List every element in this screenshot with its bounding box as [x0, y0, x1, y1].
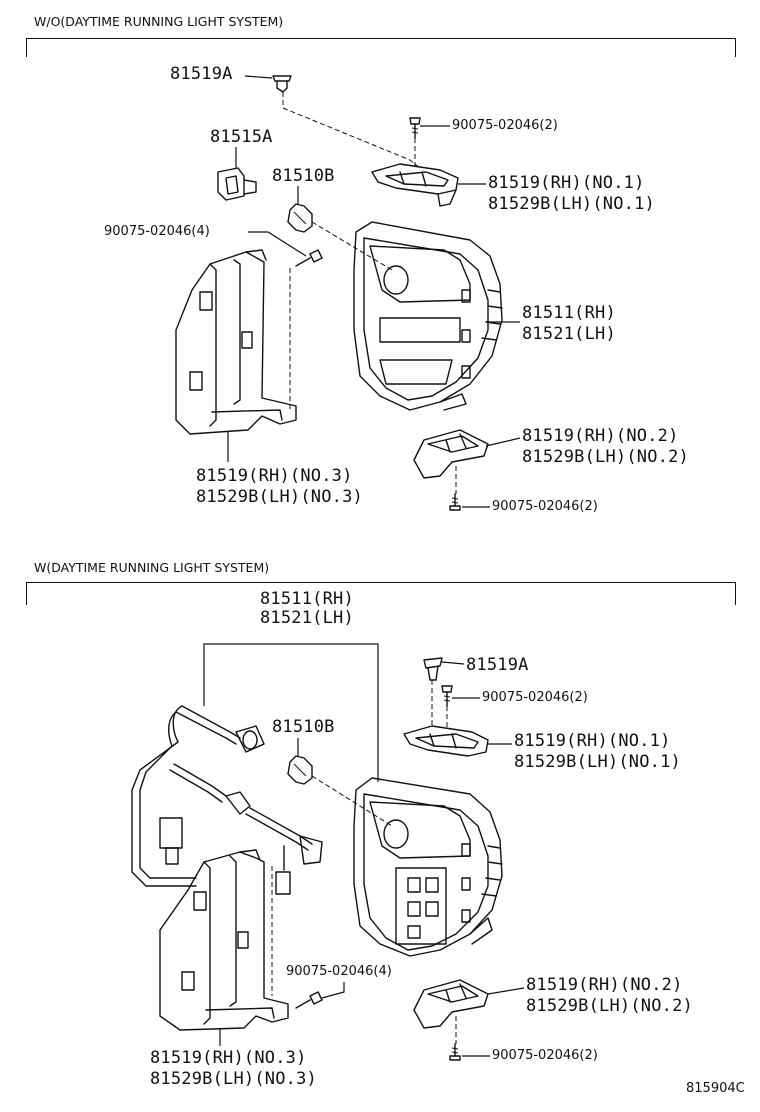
section-title-without-drl: W/O(DAYTIME RUNNING LIGHT SYSTEM) — [34, 14, 284, 29]
label-bulb-81510b-2: 81510B — [272, 717, 335, 737]
label-bracket2-rh-2: 81519(RH)(NO.2) — [526, 975, 683, 995]
bracket-no3-icon — [159, 849, 289, 1031]
label-clip-81519a-2: 81519A — [466, 655, 529, 675]
label-lamp-rh-2: 81511(RH) — [260, 589, 354, 609]
label-bracket3-lh: 81529B(LH)(NO.3) — [196, 487, 363, 507]
label-screw-4-2: 90075-02046(4) — [286, 964, 392, 979]
label-screw-top: 90075-02046(2) — [452, 118, 558, 133]
label-bracket1-rh: 81519(RH)(NO.1) — [488, 173, 645, 193]
bracket-no2-icon — [413, 979, 489, 1029]
label-bracket1-lh-2: 81529B(LH)(NO.1) — [514, 752, 681, 772]
label-bracket1-lh: 81529B(LH)(NO.1) — [488, 194, 655, 214]
clip-icon — [272, 75, 292, 93]
label-bracket1-rh-2: 81519(RH)(NO.1) — [514, 731, 671, 751]
section-frame-without-drl — [26, 38, 736, 57]
bracket-no2-icon — [413, 429, 489, 479]
label-lamp-lh-2: 81521(LH) — [260, 608, 354, 628]
screw-icon — [449, 1043, 461, 1061]
bulb-icon — [287, 203, 313, 233]
label-bracket3-rh-2: 81519(RH)(NO.3) — [150, 1048, 307, 1068]
screw-icon — [295, 991, 323, 1009]
label-bracket2-lh: 81529B(LH)(NO.2) — [522, 447, 689, 467]
screw-icon — [295, 249, 323, 267]
section-title-with-drl: W(DAYTIME RUNNING LIGHT SYSTEM) — [34, 560, 270, 575]
label-clip-81519a: 81519A — [170, 64, 233, 84]
socket-icon — [217, 167, 257, 201]
label-lamp-lh: 81521(LH) — [522, 324, 616, 344]
label-bracket3-rh: 81519(RH)(NO.3) — [196, 466, 353, 486]
label-screw-bottom-2: 90075-02046(2) — [492, 1048, 598, 1063]
label-bracket2-lh-2: 81529B(LH)(NO.2) — [526, 996, 693, 1016]
label-screw-top-2: 90075-02046(2) — [482, 690, 588, 705]
label-socket-81515a: 81515A — [210, 127, 273, 147]
lamp-housing-icon — [353, 777, 503, 957]
bulb-icon — [287, 755, 313, 785]
label-screw-4: 90075-02046(4) — [104, 224, 210, 239]
label-bracket3-lh-2: 81529B(LH)(NO.3) — [150, 1069, 317, 1089]
bracket-no1-icon — [403, 725, 489, 757]
bracket-no3-icon — [175, 249, 297, 435]
screw-icon — [449, 493, 461, 511]
diagram-code: 815904C — [686, 1081, 745, 1096]
label-screw-bottom: 90075-02046(2) — [492, 499, 598, 514]
bracket-no1-icon — [371, 163, 459, 207]
screw-icon — [441, 685, 453, 707]
screw-icon — [409, 117, 421, 139]
label-lamp-rh: 81511(RH) — [522, 303, 616, 323]
lamp-housing-icon — [353, 221, 503, 411]
clip-icon — [423, 657, 443, 681]
label-bulb-81510b: 81510B — [272, 166, 335, 186]
label-bracket2-rh: 81519(RH)(NO.2) — [522, 426, 679, 446]
section-frame-with-drl — [26, 582, 736, 605]
wire-harness-icon — [131, 705, 323, 895]
